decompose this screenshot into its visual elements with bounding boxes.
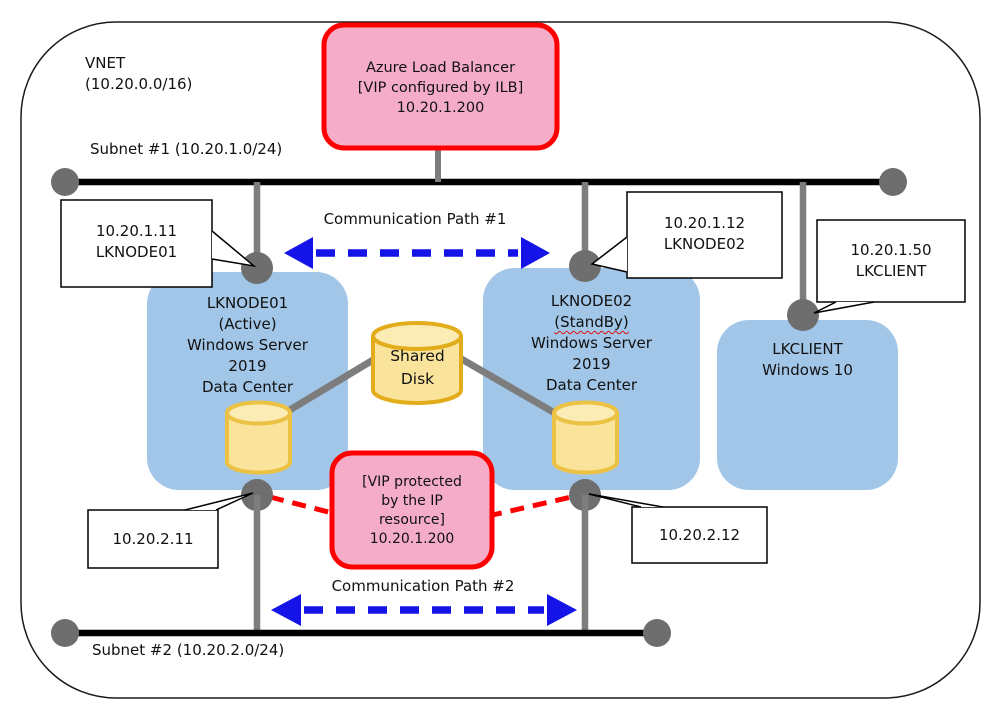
vip-resource-line1: [VIP protected xyxy=(362,474,462,490)
node2-nic1-dot-icon xyxy=(569,250,601,282)
shared-disk-icon xyxy=(371,336,463,405)
node1-os2: 2019 xyxy=(228,357,267,375)
callout-node2-subnet1-host: LKNODE02 xyxy=(663,235,746,253)
callout-client-subnet1-pointer-icon xyxy=(813,301,875,314)
node1-nic1-dot-icon xyxy=(241,252,273,284)
client-name: LKCLIENT xyxy=(772,340,843,358)
node1-os1: Windows Server xyxy=(187,336,308,354)
shared-disk-line1: Shared xyxy=(390,347,445,365)
callout-node1-subnet2-box xyxy=(87,509,219,569)
client-os: Windows 10 xyxy=(762,361,853,379)
callout-node1-subnet2-label: 10.20.2.11 xyxy=(112,530,194,548)
vip-link-node2 xyxy=(487,492,581,519)
shared-disk-link-left xyxy=(281,353,380,418)
node2-os3: Data Center xyxy=(545,376,638,394)
callout-node2-subnet1-box xyxy=(626,191,783,279)
callout-node1-subnet1-host: LKNODE01 xyxy=(95,243,178,261)
node2-label: LKNODE02 (StandBy) Windows Server 2019 D… xyxy=(483,291,700,396)
node1-box xyxy=(147,272,348,490)
client-nic-dot-icon xyxy=(787,299,819,331)
subnet2-endpoint-left-icon xyxy=(51,619,79,647)
client-label: LKCLIENT Windows 10 xyxy=(717,339,898,381)
subnet1-label: Subnet #1 (10.20.1.0/24) xyxy=(90,140,283,158)
shared-disk-label: Shared Disk xyxy=(373,345,462,391)
callout-node1-subnet1-box xyxy=(60,199,213,288)
comm-path2-arrowhead-right-icon xyxy=(547,594,577,626)
callout-client-subnet1-host: LKCLIENT xyxy=(855,262,927,280)
comm-path2-label: Communication Path #2 xyxy=(331,577,515,595)
comm-path2-arrow-icon xyxy=(271,594,577,626)
callout-node1-subnet2-pointer-icon xyxy=(184,492,254,511)
node2-disk-top-icon xyxy=(552,400,619,426)
node2-os1: Windows Server xyxy=(531,334,652,352)
callout-client-subnet1-label: 10.20.1.50 LKCLIENT xyxy=(817,240,965,282)
vnet-cidr: (10.20.0.0/16) xyxy=(85,75,193,93)
subnet1-endpoint-left-icon xyxy=(51,168,79,196)
node2-role: (StandBy) xyxy=(483,312,700,333)
node2-role-text: (StandBy) xyxy=(554,313,629,331)
node2-name: LKNODE02 xyxy=(550,292,633,310)
vnet-title: VNET xyxy=(85,54,126,72)
callout-node1-subnet1-pointer-icon xyxy=(211,230,257,268)
vip-resource-box xyxy=(329,450,495,570)
shared-disk-top-icon xyxy=(371,321,463,351)
callout-node2-subnet1-ip: 10.20.1.12 xyxy=(663,214,746,232)
callout-node2-subnet1-label: 10.20.1.12 LKNODE02 xyxy=(627,213,782,255)
comm-path1-arrow-icon xyxy=(284,237,550,269)
load-balancer-vip: 10.20.1.200 xyxy=(396,100,485,116)
callout-node2-subnet2-label: 10.20.2.12 xyxy=(658,526,741,544)
load-balancer-subtitle: [VIP configured by ILB] xyxy=(357,80,524,96)
subnet2-label: Subnet #2 (10.20.2.0/24) xyxy=(92,641,285,659)
vip-resource-line3: resource] xyxy=(378,512,445,528)
shared-disk-line2: Disk xyxy=(400,370,435,388)
comm-path2-arrowhead-left-icon xyxy=(271,594,301,626)
node2-disk-icon xyxy=(552,413,619,475)
vip-resource-vip: 10.20.1.200 xyxy=(369,531,455,547)
subnet1-endpoint-right-icon xyxy=(879,168,907,196)
node2-os2: 2019 xyxy=(572,355,611,373)
load-balancer-label: Azure Load Balancer [VIP configured by I… xyxy=(324,58,557,118)
node1-role: (Active) xyxy=(218,315,277,333)
node1-label: LKNODE01 (Active) Windows Server 2019 Da… xyxy=(147,293,348,398)
node1-disk-icon xyxy=(225,413,292,475)
callout-node2-subnet2-box xyxy=(631,506,768,564)
callout-client-subnet1-ip: 10.20.1.50 xyxy=(850,241,932,259)
callout-node1-subnet1-label: 10.20.1.11 LKNODE01 xyxy=(61,221,212,263)
callout-node1-subnet1-ip: 10.20.1.11 xyxy=(95,222,178,240)
comm-path1-arrowhead-left-icon xyxy=(284,237,313,269)
shared-disk-link-right xyxy=(456,353,562,420)
client-box xyxy=(717,320,898,490)
node2-box xyxy=(483,268,700,490)
comm-path1-arrowhead-right-icon xyxy=(521,237,550,269)
vip-resource-label: [VIP protected by the IP resource] 10.20… xyxy=(332,473,492,549)
load-balancer-box xyxy=(321,22,560,151)
node1-disk-top-icon xyxy=(225,400,292,426)
node1-name: LKNODE01 xyxy=(206,294,289,312)
load-balancer-title: Azure Load Balancer xyxy=(365,60,516,76)
vnet-label: VNET (10.20.0.0/16) xyxy=(85,53,192,95)
subnet2-endpoint-right-icon xyxy=(643,619,671,647)
callout-client-subnet1-box xyxy=(816,219,966,303)
comm-path1-label: Communication Path #1 xyxy=(323,210,507,228)
vip-link-node1 xyxy=(269,494,341,518)
callout-node2-subnet1-pointer-icon xyxy=(590,236,628,273)
callout-node2-subnet2-pointer-icon xyxy=(588,493,664,508)
node1-os3: Data Center xyxy=(201,378,294,396)
vip-resource-line2: by the IP xyxy=(381,493,443,509)
